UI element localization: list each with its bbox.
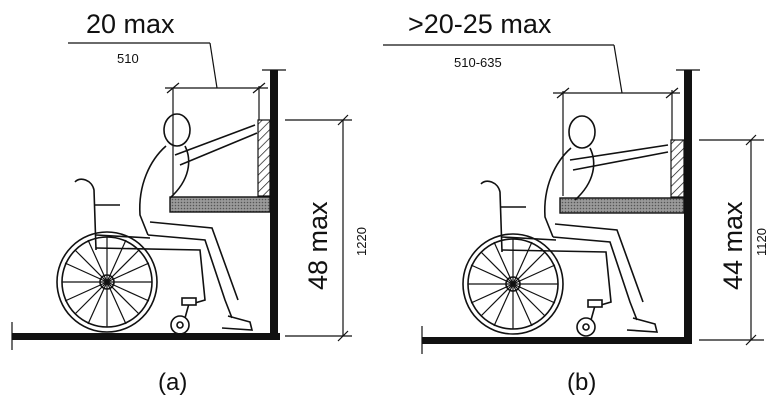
height-label-a: 48 max — [303, 201, 333, 290]
reach-metric-b: 510-635 — [454, 55, 502, 70]
reach-dimension-b — [383, 44, 680, 196]
floor-b — [421, 326, 692, 354]
wall-element-b — [670, 139, 685, 198]
floor-a — [11, 322, 280, 350]
wheelchair-user-b — [544, 115, 669, 333]
wall-a — [262, 69, 286, 340]
counter-a — [169, 196, 271, 213]
height-metric-a: 1220 — [354, 227, 369, 256]
height-dimension-b — [699, 134, 764, 346]
reach-label-b: >20-25 max — [408, 9, 552, 39]
wall-element-a — [257, 119, 271, 197]
wheelchair-b — [462, 180, 612, 337]
height-metric-b: 1120 — [754, 228, 768, 256]
counter-b — [559, 197, 685, 214]
wheelchair-a — [56, 178, 206, 335]
reach-metric-a: 510 — [117, 51, 139, 66]
caption-b: (b) — [567, 369, 596, 396]
height-label-b: 44 max — [718, 201, 748, 290]
wheelchair-user-a — [139, 113, 258, 331]
reach-label-a: 20 max — [86, 9, 175, 39]
panel-b: >20-25 max 510-635 44 max 1120 — [383, 9, 768, 396]
caption-a: (a) — [158, 369, 187, 396]
wall-b — [676, 69, 700, 344]
height-dimension-a — [285, 114, 352, 342]
panel-a: 20 max 510 48 max 1220 — [11, 9, 369, 396]
reach-dimension-a — [68, 42, 268, 196]
